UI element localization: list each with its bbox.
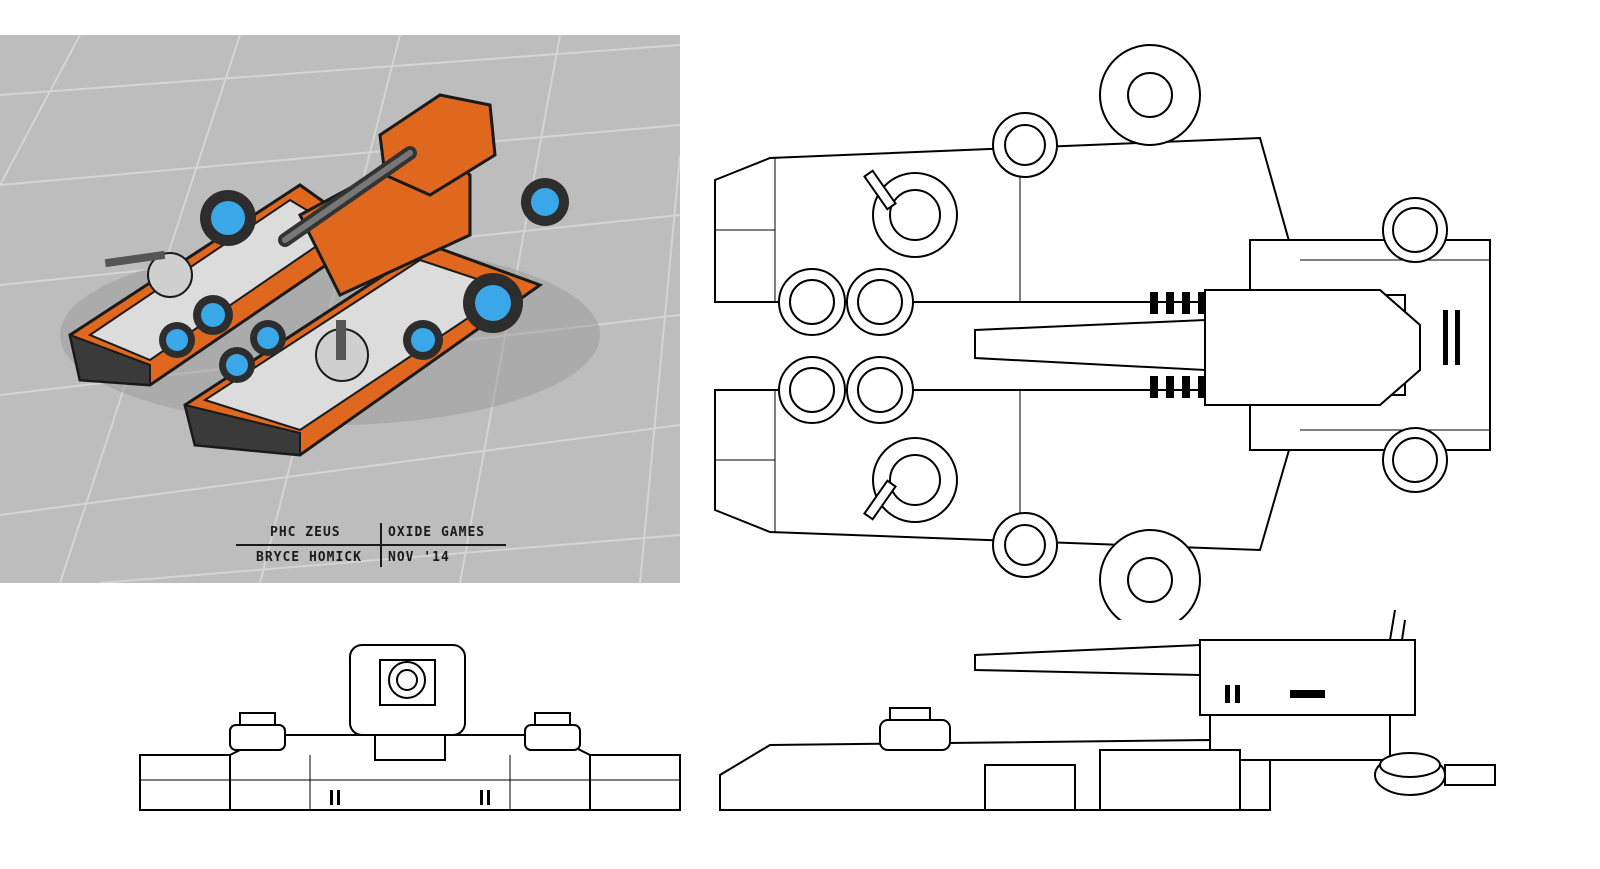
thrusters (159, 178, 569, 383)
studio-name: OXIDE GAMES (388, 525, 486, 540)
date: NOV '14 (388, 550, 450, 565)
artist-name: BRYCE HOMICK (256, 550, 362, 565)
small-turrets (863, 169, 958, 523)
main-barrel (974, 318, 1206, 372)
small-turrets (104, 250, 369, 382)
signature-block: PHC ZEUS OXIDE GAMES BRYCE HOMICK NOV '1… (236, 523, 516, 583)
hover-tank-front-lineart (139, 644, 681, 811)
unit-name: PHC ZEUS (270, 525, 341, 540)
top-view-lineart (700, 40, 1520, 631)
side-view-lineart (710, 600, 1510, 830)
main-turret (378, 93, 497, 197)
side-small-turret (879, 707, 951, 751)
front-view-lineart (130, 630, 690, 830)
hover-tank-side-lineart (719, 609, 1496, 811)
side-turret (1199, 639, 1416, 716)
render-panel: PHC ZEUS OXIDE GAMES BRYCE HOMICK NOV '1… (0, 35, 680, 583)
thruster-pods (778, 44, 1448, 631)
hover-tank-render (0, 35, 680, 583)
main-turret (1204, 289, 1421, 406)
side-barrel (974, 643, 1201, 677)
hover-tank-top-lineart (714, 44, 1491, 631)
front-small-turrets (229, 712, 581, 751)
